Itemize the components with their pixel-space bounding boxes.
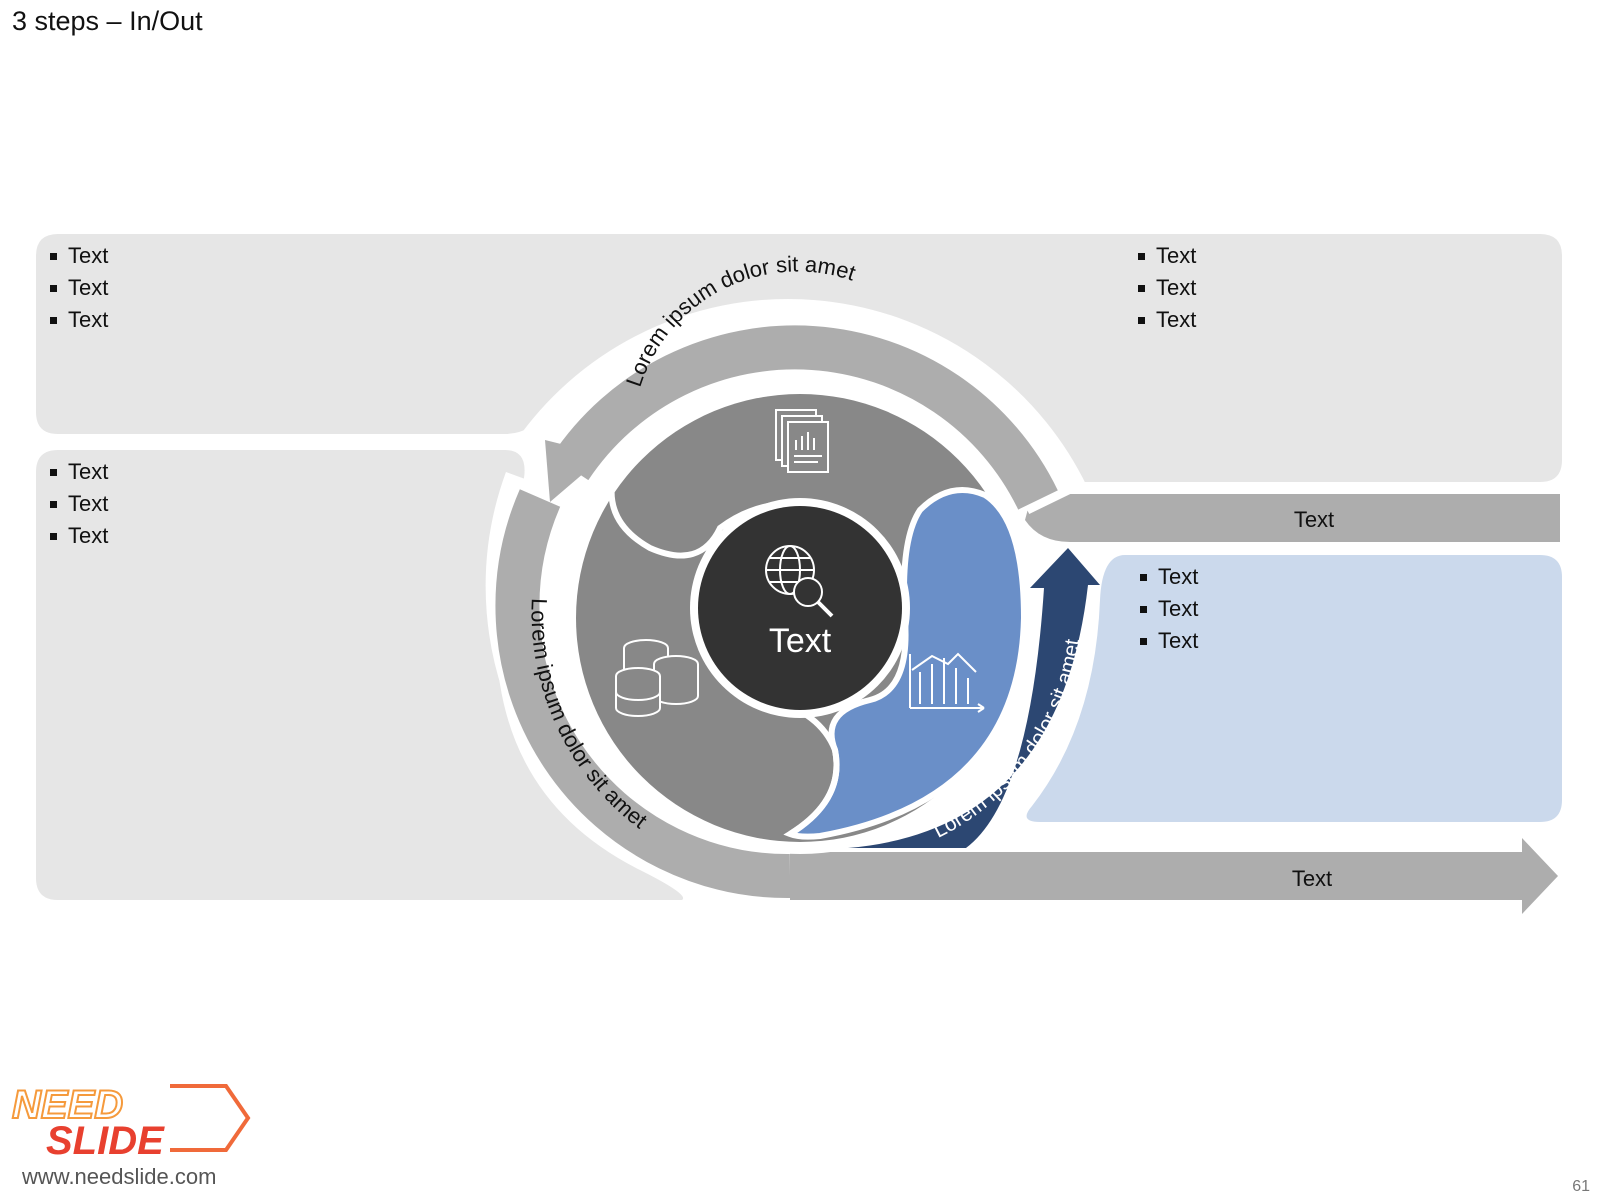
- right-bar: [1025, 494, 1560, 542]
- database-coins-icon: [615, 639, 699, 717]
- list-item: Text: [48, 240, 108, 272]
- right-bar-label: Text: [1294, 507, 1334, 532]
- list-item: Text: [1136, 240, 1196, 272]
- bullet-list-top-left: Text Text Text: [48, 240, 108, 336]
- navy-arrow: [848, 548, 1100, 848]
- logo-word-slide: SLIDE: [46, 1119, 165, 1162]
- center-label: Text: [769, 622, 832, 660]
- ring-arrow-top: [551, 325, 1058, 510]
- slide-title: 3 steps – In/Out: [12, 6, 203, 36]
- center-circle: [698, 506, 902, 710]
- list-item: Text: [48, 304, 108, 336]
- ring-arrow-top-head: [545, 440, 605, 502]
- bullet-list-right-blue: Text Text Text: [1138, 561, 1198, 657]
- page-number: 61: [1572, 1178, 1590, 1195]
- list-item: Text: [1136, 272, 1196, 304]
- ring-arrow-left: [495, 489, 791, 899]
- needslide-logo: NEED SLIDE: [11, 1082, 251, 1162]
- list-item: Text: [1138, 593, 1198, 625]
- bullet-list-top-right: Text Text Text: [1136, 240, 1196, 336]
- list-item: Text: [48, 488, 108, 520]
- list-item: Text: [1138, 625, 1198, 657]
- list-item: Text: [1136, 304, 1196, 336]
- bottom-arrow: [790, 838, 1558, 914]
- panel-right-blue: [1026, 555, 1562, 822]
- logo-word-need: NEED: [12, 1083, 123, 1127]
- bullet-list-mid-left: Text Text Text: [48, 456, 108, 552]
- list-item: Text: [48, 272, 108, 304]
- bottom-arrow-label: Text: [1292, 866, 1332, 891]
- list-item: Text: [1138, 561, 1198, 593]
- globe-magnifier-icon: [765, 545, 834, 618]
- footer-url: www.needslide.com: [22, 1164, 217, 1189]
- list-item: Text: [48, 520, 108, 552]
- panel-mid-left: [36, 450, 684, 900]
- list-item: Text: [48, 456, 108, 488]
- bar-chart-icon: [909, 652, 985, 713]
- report-document-icon: [775, 409, 829, 473]
